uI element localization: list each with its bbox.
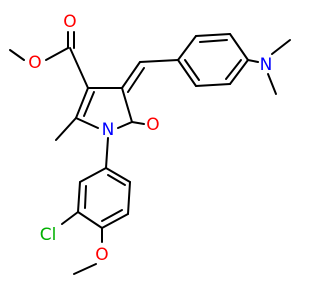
bond-ar1-inner-3: [184, 59, 200, 81]
bond-ar2-4: [77, 211, 103, 229]
bond-n-c5: [117, 121, 133, 129]
bond-ar1-2: [195, 33, 231, 37]
bond-c4-ch-b: [127, 67, 145, 93]
bond-ar2-cl: [61, 211, 79, 225]
bond-c3-c2-b: [83, 91, 95, 117]
bond-o-carbonyl-c: [45, 47, 69, 61]
bond-o-methyl: [73, 263, 97, 275]
bond-c4-ch-a: [121, 61, 141, 89]
bond-lactam-c-o: [131, 121, 145, 125]
ring-nitrogen-label: N: [102, 120, 115, 140]
bond-c3-c2-a: [75, 87, 89, 119]
bond-ar1-6: [177, 59, 197, 87]
bond-ar2-inner-1: [107, 174, 126, 186]
bond-ar1-inner-2: [225, 59, 242, 80]
bond-c2-methyl: [55, 117, 77, 141]
bond-n-aryl: [105, 137, 109, 169]
bond-ar1-5: [195, 83, 231, 87]
bond-ar2-5: [77, 181, 81, 213]
lactam-oxygen-label: O: [146, 115, 159, 135]
bond-c2-n: [75, 117, 99, 129]
bond-ar2-1: [105, 167, 131, 183]
bond-ar2-inner-3: [84, 185, 87, 209]
bond-ar1-1: [177, 35, 197, 61]
methoxy-oxygen-label: O: [95, 245, 108, 265]
structure-svg: O O N O N Cl O: [9, 12, 291, 275]
chlorine-label: Cl: [40, 225, 57, 245]
bond-n-methyl-up: [271, 39, 291, 55]
bond-carbonyl-c-ring: [69, 47, 89, 89]
bond-ar1-4: [229, 59, 249, 85]
bond-ar2-6: [79, 167, 107, 183]
bond-methyl-o: [9, 49, 25, 61]
bond-ar2-inner-2: [101, 209, 123, 222]
bond-c5-c4: [121, 87, 133, 123]
bond-n-methyl-down: [267, 73, 277, 95]
bond-ar1-inner-1: [199, 39, 228, 43]
bond-ar1-3: [229, 33, 249, 61]
ester-ether-oxygen-label: O: [28, 53, 41, 73]
bond-ar2-2: [127, 181, 131, 215]
bond-ch-aryl: [139, 59, 179, 63]
dimethylamino-nitrogen-label: N: [260, 55, 273, 75]
ester-carbonyl-oxygen-label: O: [63, 12, 76, 32]
molecule-diagram: O O N O N Cl O: [9, 12, 291, 275]
bond-ar2-3: [101, 213, 129, 229]
bond-ar1-n: [247, 59, 259, 63]
